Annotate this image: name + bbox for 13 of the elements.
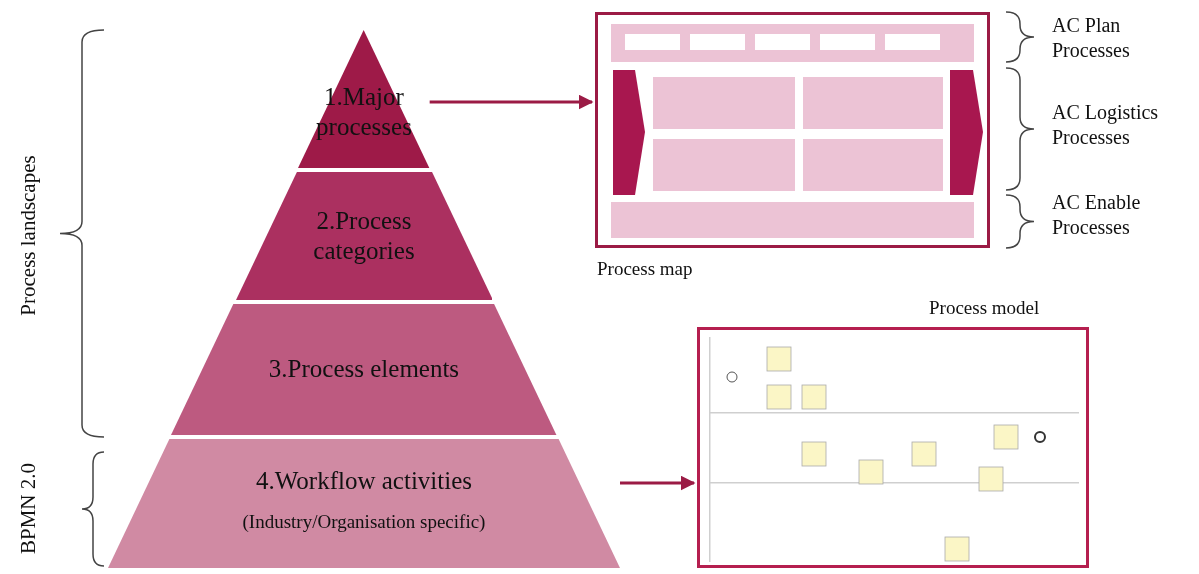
brace-label: AC Plan Processes xyxy=(1052,13,1131,63)
side-label: Process landscapes xyxy=(15,154,41,316)
arrow xyxy=(620,475,696,491)
tier-label: 2.Process categories xyxy=(312,206,416,266)
brace-label: AC Logistics Processes xyxy=(1052,100,1160,150)
picture-caption: Process model xyxy=(929,297,1040,319)
side-label: BPMN 2.0 xyxy=(15,462,41,554)
tier-note: (Industry/Organisation specific) xyxy=(241,511,487,534)
tier-label: 4.Workflow activities xyxy=(255,466,473,496)
arrow xyxy=(429,94,594,110)
tier-label: 3.Process elements xyxy=(267,354,461,384)
picture-caption: Process map xyxy=(597,258,693,280)
brace-label: AC Enable Processes xyxy=(1052,190,1142,240)
